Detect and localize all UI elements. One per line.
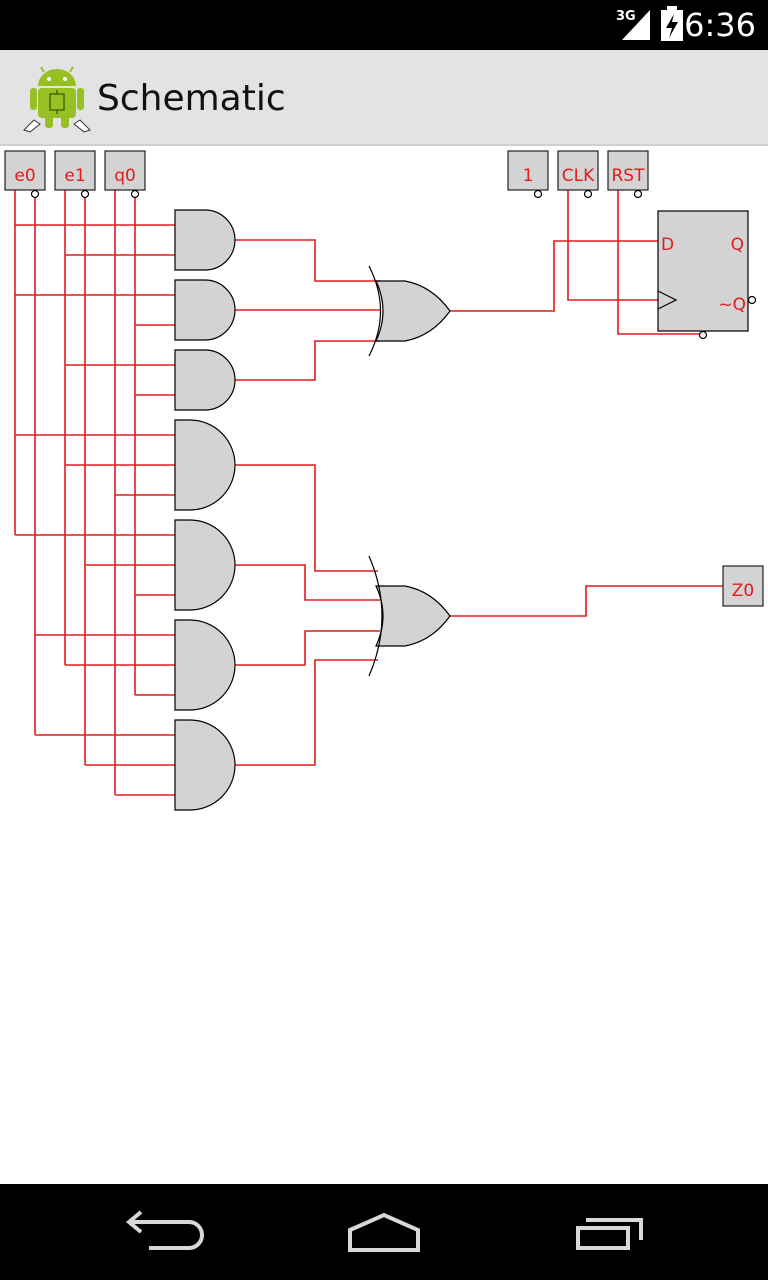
and-gate-4[interactable] <box>174 419 236 511</box>
schematic-canvas[interactable]: e0 e1 q0 1 CLK RST <box>0 146 768 1184</box>
and-gate-3[interactable] <box>174 349 236 411</box>
or-gate-2[interactable] <box>368 555 451 677</box>
home-icon[interactable] <box>329 1202 439 1262</box>
app-title: Schematic <box>97 78 286 119</box>
input-pin-label: e1 <box>64 166 85 186</box>
or-gate-1[interactable] <box>368 265 451 357</box>
input-pin-label: e0 <box>14 166 35 186</box>
and-gate-1[interactable] <box>174 209 236 271</box>
navigation-bar <box>0 1184 768 1280</box>
input-pin-1[interactable]: 1 <box>507 150 549 199</box>
signal-3g-icon: 3G <box>616 9 650 40</box>
flip-flop-d-label: D <box>661 235 674 255</box>
flip-flop-q-label: Q <box>731 235 744 255</box>
input-pin-q0[interactable]: q0 <box>104 150 146 199</box>
input-pin-rst[interactable]: RST <box>607 150 649 199</box>
input-pin-label: CLK <box>562 166 595 186</box>
network-type-label: 3G <box>616 9 636 24</box>
and-gate-6[interactable] <box>174 619 236 711</box>
output-pin-z0[interactable]: Z0 <box>722 565 764 607</box>
wire-network <box>14 190 723 796</box>
action-bar: Schematic <box>0 50 768 146</box>
and-gate-5[interactable] <box>174 519 236 611</box>
status-bar: 3G 6:36 <box>0 0 768 50</box>
input-pin-label: RST <box>612 166 646 186</box>
input-pin-e0[interactable]: e0 <box>4 150 46 199</box>
recents-icon[interactable] <box>555 1202 665 1262</box>
and-gate-2[interactable] <box>174 279 236 341</box>
status-time: 6:36 <box>684 6 756 44</box>
input-pin-label: 1 <box>523 166 534 186</box>
battery-charging-icon <box>661 6 683 41</box>
input-pin-label: q0 <box>114 166 136 186</box>
d-flip-flop[interactable]: D Q ~Q <box>657 210 757 340</box>
input-pin-e1[interactable]: e1 <box>54 150 96 199</box>
flip-flop-qbar-label: ~Q <box>718 295 746 315</box>
and-gate-7[interactable] <box>174 719 236 811</box>
output-pin-label: Z0 <box>732 581 754 601</box>
input-pin-clk[interactable]: CLK <box>557 150 599 199</box>
back-icon[interactable] <box>105 1202 215 1262</box>
android-schematic-app-icon[interactable] <box>22 64 92 134</box>
